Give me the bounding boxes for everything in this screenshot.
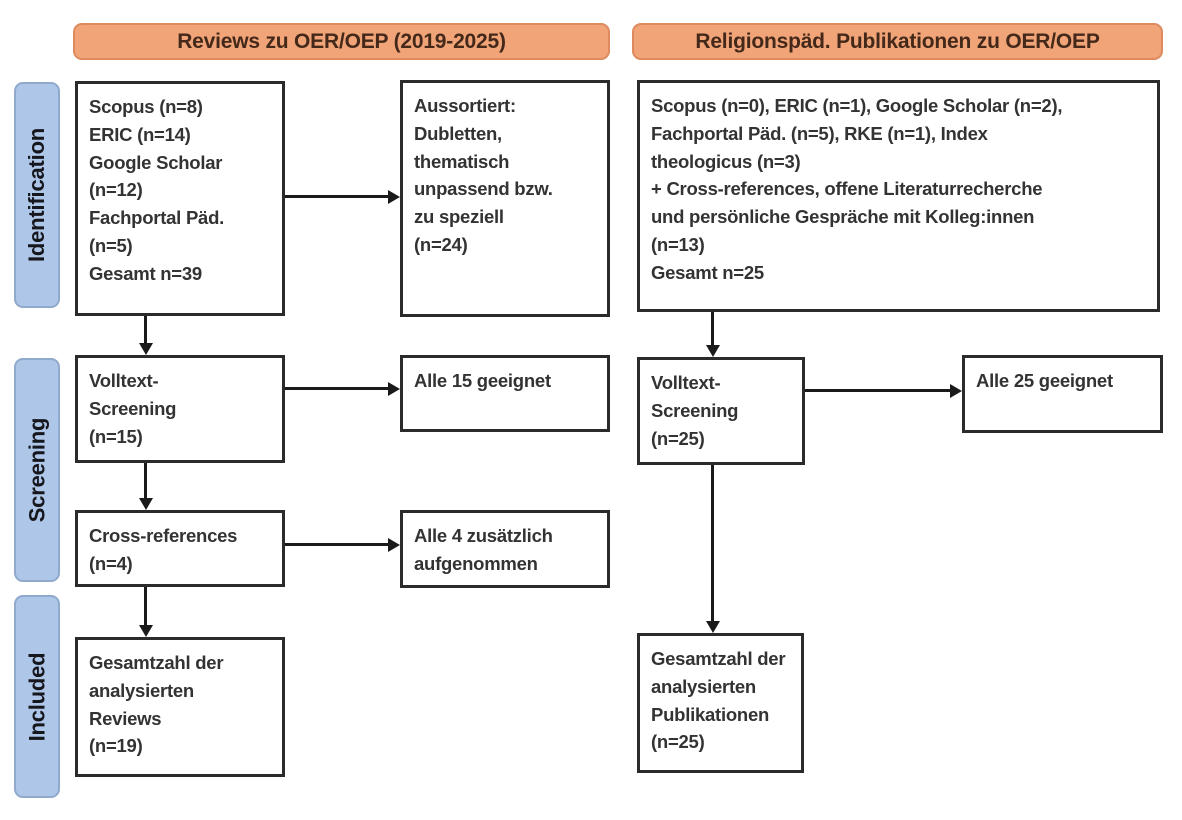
column-header-religionspaed: Religionspäd. Publikationen zu OER/OEP — [632, 23, 1163, 60]
box-right-sources: Scopus (n=0), ERIC (n=1), Google Scholar… — [637, 80, 1160, 312]
stage-included-label: Included — [24, 652, 50, 741]
stage-screening-label: Screening — [24, 417, 50, 523]
arrow-left-crossref-to-included — [138, 587, 153, 637]
stage-identification-label: Identification — [24, 127, 49, 263]
stage-identification: Identification — [14, 82, 60, 308]
arrow-right-fulltext-to-included — [705, 465, 720, 633]
box-left-crossref-result: Alle 4 zusätzlich aufgenommen — [400, 510, 610, 588]
box-left-crossref: Cross-references (n=4) — [75, 510, 285, 587]
box-right-included-total: Gesamtzahl der analysierten Publikatione… — [637, 633, 804, 773]
arrow-right-fulltext-to-result — [805, 383, 962, 398]
column-header-reviews: Reviews zu OER/OEP (2019-2025) — [73, 23, 610, 60]
stage-screening: Screening — [14, 358, 60, 582]
stage-included: Included — [14, 595, 60, 798]
box-left-fulltext-screening: Volltext- Screening (n=15) — [75, 355, 285, 463]
arrow-left-fulltext-to-crossref — [138, 463, 153, 510]
arrow-left-fulltext-to-result — [285, 381, 400, 396]
arrow-left-sources-to-fulltext — [138, 316, 153, 355]
box-left-included-total: Gesamtzahl der analysierten Reviews (n=1… — [75, 637, 285, 777]
box-right-fulltext-screening: Volltext- Screening (n=25) — [637, 357, 805, 465]
box-right-fulltext-result: Alle 25 geeignet — [962, 355, 1163, 433]
arrow-right-sources-to-fulltext — [705, 312, 720, 357]
arrow-left-crossref-to-result — [285, 537, 400, 552]
box-left-fulltext-result: Alle 15 geeignet — [400, 355, 610, 432]
arrow-left-sources-to-excluded — [285, 189, 400, 204]
box-left-sources: Scopus (n=8) ERIC (n=14) Google Scholar … — [75, 81, 285, 316]
box-left-excluded: Aussortiert: Dubletten, thematisch unpas… — [400, 80, 610, 317]
